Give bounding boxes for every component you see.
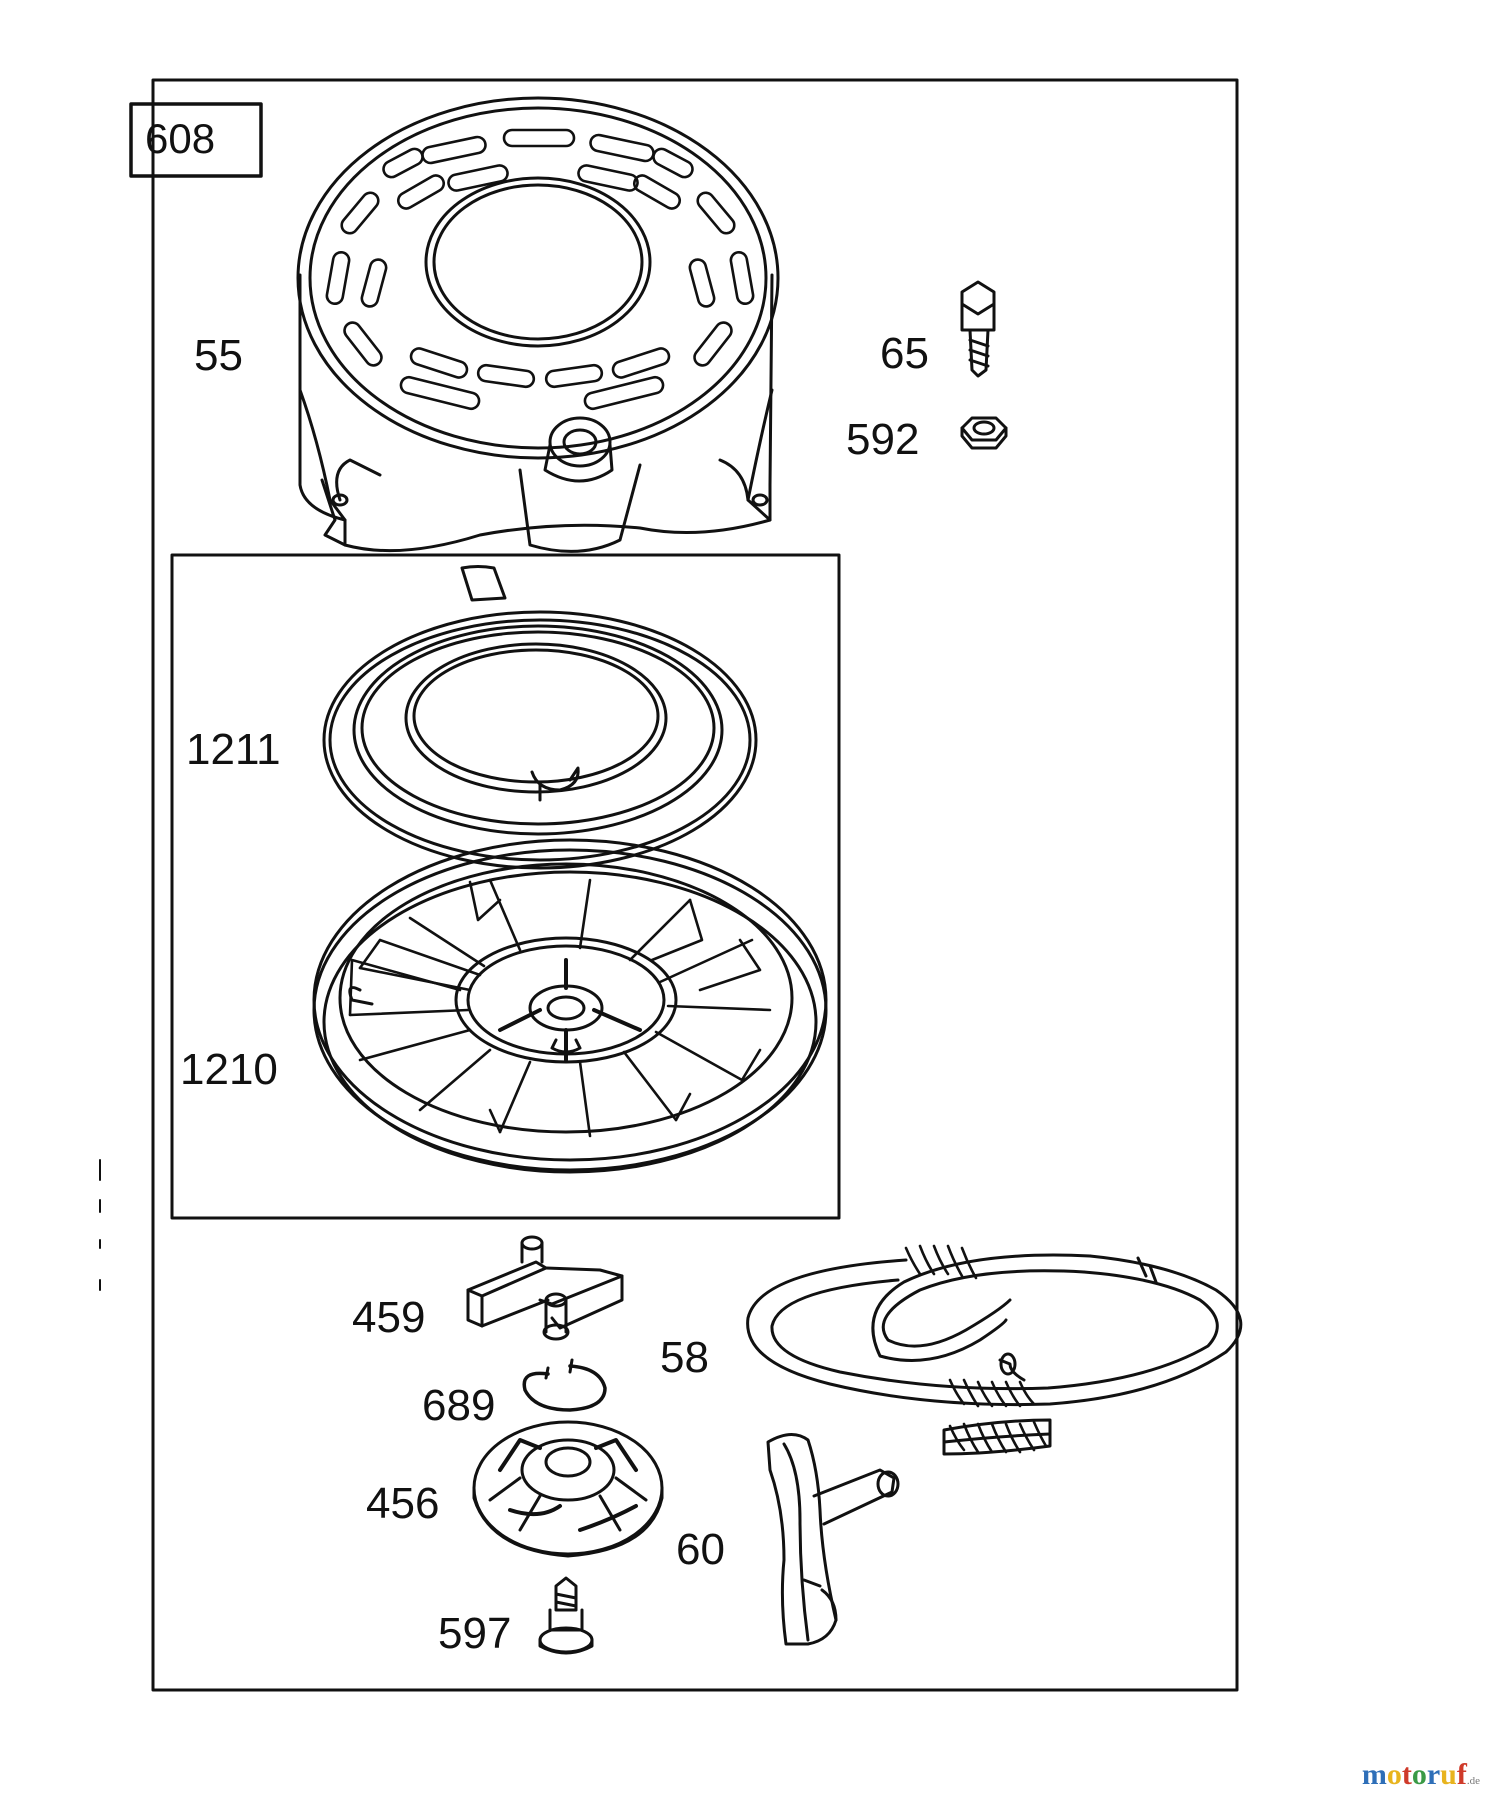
pulley-drawing <box>312 838 828 1174</box>
watermark-letter: f <box>1456 1758 1467 1791</box>
kit-inner-box <box>170 553 841 1220</box>
part-label-65: 65 <box>880 329 929 378</box>
rewind-spring-drawing <box>322 565 758 870</box>
retainer-drawing <box>472 1420 664 1558</box>
part-label-1211: 1211 <box>186 725 281 774</box>
part-label-1210: 1210 <box>180 1045 278 1094</box>
kit-label-box <box>129 102 263 178</box>
center-screw-drawing <box>538 1576 594 1655</box>
watermark-domain: .de <box>1466 1775 1480 1787</box>
dog-drawing <box>466 1235 624 1341</box>
watermark-logo: motoruf.de <box>1362 1758 1480 1792</box>
watermark-letter: o <box>1411 1758 1427 1791</box>
watermark-letter: r <box>1426 1758 1441 1791</box>
screw-drawing <box>960 280 996 378</box>
handle-drawing <box>766 1433 900 1646</box>
part-label-459: 459 <box>352 1293 426 1342</box>
part-label-597: 597 <box>438 1609 512 1658</box>
watermark-letter: t <box>1401 1758 1412 1791</box>
watermark-letter: m <box>1361 1758 1387 1791</box>
watermark-text: motoruf <box>1362 1758 1467 1791</box>
part-label-58: 58 <box>660 1333 709 1382</box>
kit-label: 608 <box>145 115 216 162</box>
part-label-592: 592 <box>846 415 920 464</box>
nut-drawing <box>960 416 1008 450</box>
watermark-letter: o <box>1386 1758 1402 1791</box>
retainer-ring-drawing <box>522 1358 607 1412</box>
blower-housing-drawing <box>296 96 780 553</box>
part-label-55: 55 <box>194 331 243 380</box>
starter-rope-drawing <box>746 1244 1243 1456</box>
part-label-456: 456 <box>366 1479 440 1528</box>
part-label-60: 60 <box>676 1525 725 1574</box>
watermark-letter: u <box>1440 1758 1457 1791</box>
part-label-689: 689 <box>422 1381 496 1430</box>
outer-frame <box>151 78 1239 1692</box>
